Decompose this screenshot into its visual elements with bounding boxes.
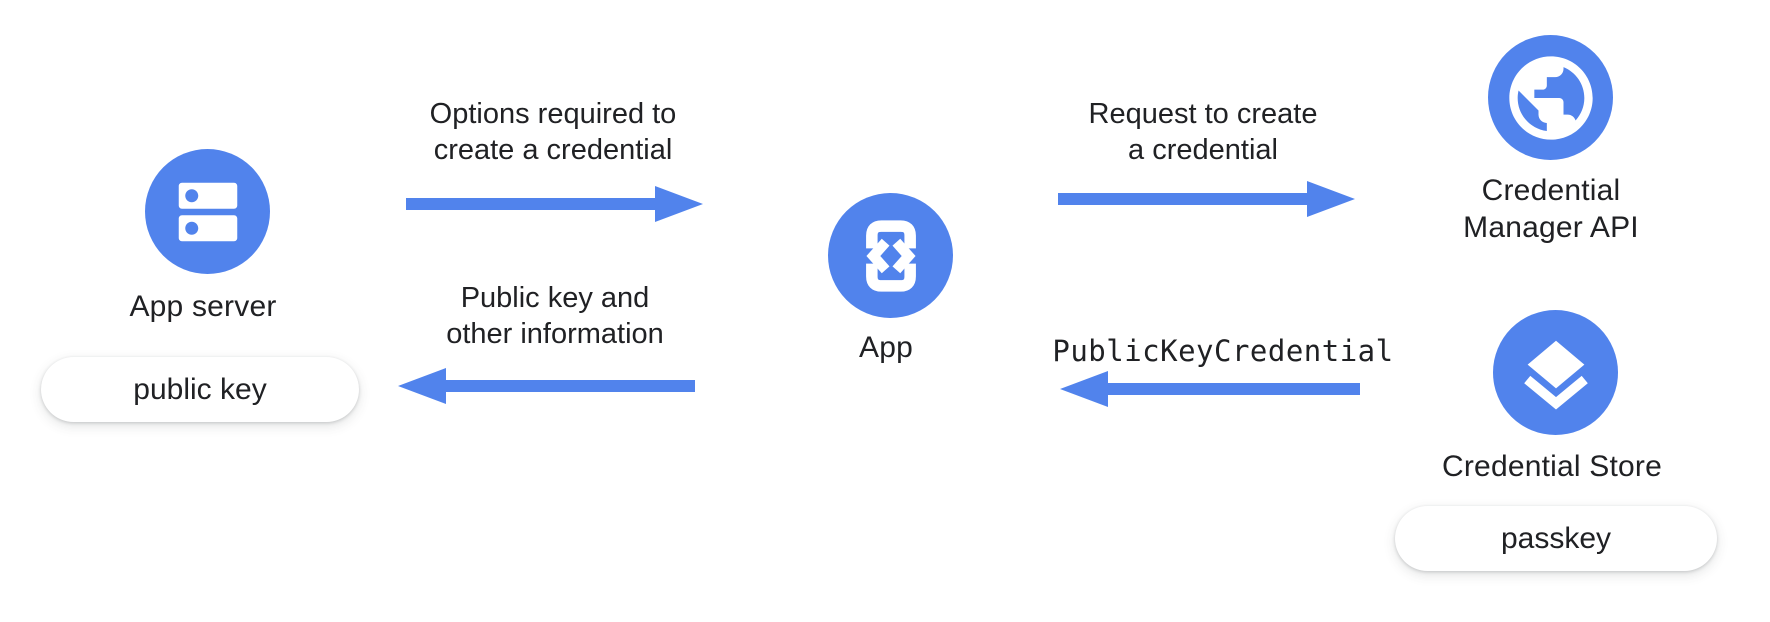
app-server-circle: [145, 149, 270, 274]
public-key-pill: public key: [41, 357, 359, 422]
passkey-pill-label: passkey: [1500, 521, 1612, 555]
arrow-shaft: [444, 380, 695, 392]
credential-store-circle: [1493, 310, 1618, 435]
public-key-pill-label: public key: [133, 372, 267, 406]
arrow-shaft: [1106, 383, 1360, 395]
server-icon: [178, 182, 237, 241]
credential-store-label: Credential Store: [1442, 450, 1662, 483]
app-label: App: [859, 331, 913, 364]
app-server-label: App server: [129, 290, 277, 323]
arrow-head-left-icon: [1060, 371, 1108, 407]
layers-icon: [1523, 340, 1588, 410]
arrow-head-right-icon: [655, 186, 703, 222]
credential-manager-api-label: Credential Manager API: [1463, 174, 1639, 244]
app-circle: [828, 193, 953, 318]
credential-manager-api-circle: [1488, 35, 1613, 160]
passkey-pill: passkey: [1395, 506, 1717, 571]
arrow-head-right-icon: [1307, 181, 1355, 217]
arrow-shaft: [1058, 193, 1310, 205]
flow-options-label: Options required to create a credential: [429, 98, 677, 166]
flow-publickeycredential-label: PublicKeyCredential: [1052, 334, 1394, 368]
arrow-shaft: [406, 198, 658, 210]
flow-publickey-return-label: Public key and other information: [446, 282, 664, 350]
arrow-head-left-icon: [398, 368, 446, 404]
flow-request-label: Request to create a credential: [1088, 98, 1318, 166]
phone-code-icon: [865, 219, 916, 292]
globe-icon: [1508, 55, 1593, 140]
